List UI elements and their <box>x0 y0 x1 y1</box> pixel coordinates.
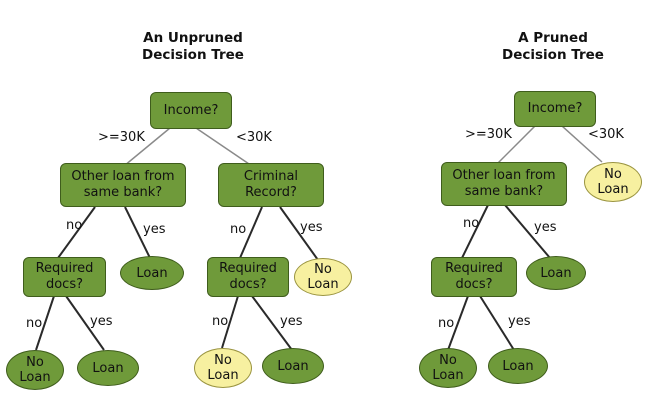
pruned-edge-label-yes-2: yes <box>508 314 531 329</box>
pruned-edge-label-no-1: no <box>463 216 480 231</box>
edge-pruned-reqdocs-loan <box>479 295 515 351</box>
unpruned-leaf-loan-rl: Loan <box>262 348 324 384</box>
edge-pruned-otherloan-reqdocs <box>461 204 489 259</box>
unpruned-leaf-loan-left: Loan <box>120 256 184 290</box>
pruned-title-line2: Decision Tree <box>502 47 604 63</box>
pruned-leaf-loan: Loan <box>526 256 586 290</box>
pruned-title-line1: A Pruned <box>518 30 588 46</box>
unpruned-edge-label-no-2: no <box>230 222 247 237</box>
pruned-edge-label-no-2: no <box>438 316 455 331</box>
edge-reqdocs-noloan-left <box>35 295 55 351</box>
pruned-edge-label-ge30k: >=30K <box>465 127 512 142</box>
unpruned-edge-label-yes-2: yes <box>300 220 323 235</box>
pruned-title: A Pruned Decision Tree <box>478 30 628 64</box>
edge-pruned-otherloan-loan <box>504 204 551 259</box>
unpruned-node-required-docs-left: Required docs? <box>23 257 106 297</box>
unpruned-edge-label-yes-3: yes <box>90 314 113 329</box>
unpruned-leaf-noloan-ll: No Loan <box>6 350 64 390</box>
pruned-leaf-noloan: No Loan <box>584 162 642 202</box>
edge-reqdocs-loan-right <box>251 295 293 351</box>
pruned-edge-label-lt30k: <30K <box>588 127 624 142</box>
unpruned-leaf-loan-ll: Loan <box>77 350 139 386</box>
unpruned-node-required-docs-right: Required docs? <box>207 257 289 297</box>
pruned-node-income: Income? <box>514 91 596 127</box>
unpruned-leaf-noloan-rl: No Loan <box>194 348 252 388</box>
edge-pruned-income-otherloan <box>497 125 536 164</box>
pruned-node-required-docs: Required docs? <box>431 257 517 297</box>
edge-criminal-noloan <box>279 206 319 261</box>
unpruned-edge-label-no-3: no <box>26 316 43 331</box>
edge-pruned-income-noloan <box>561 125 603 163</box>
pruned-leaf-noloan-l: No Loan <box>419 348 477 388</box>
edge-reqdocs-noloan-right <box>221 295 239 349</box>
edge-reqdocs-loan-left <box>65 295 105 351</box>
edge-otherloan-reqdocs <box>57 206 96 259</box>
edge-pruned-reqdocs-noloan <box>447 295 469 351</box>
edge-income-otherloan <box>123 127 171 167</box>
unpruned-title-line1: An Unpruned <box>143 30 243 46</box>
unpruned-edge-label-yes-4: yes <box>280 314 303 329</box>
unpruned-edge-label-yes-1: yes <box>143 222 166 237</box>
unpruned-leaf-noloan-right: No Loan <box>294 258 352 296</box>
edge-otherloan-loan <box>124 206 151 259</box>
unpruned-node-other-loan: Other loan from same bank? <box>60 163 186 207</box>
unpruned-edge-label-no-4: no <box>212 314 229 329</box>
unpruned-edge-label-no-1: no <box>66 218 83 233</box>
pruned-leaf-loan-l: Loan <box>488 348 548 384</box>
unpruned-node-income: Income? <box>150 92 232 129</box>
unpruned-node-criminal-record: Criminal Record? <box>218 163 324 207</box>
unpruned-title: An Unpruned Decision Tree <box>118 30 268 64</box>
pruned-edge-label-yes-1: yes <box>534 220 557 235</box>
unpruned-title-line2: Decision Tree <box>142 47 244 63</box>
unpruned-edge-label-lt30k: <30K <box>236 130 272 145</box>
unpruned-edge-label-ge30k: >=30K <box>98 130 145 145</box>
pruned-node-other-loan: Other loan from same bank? <box>441 162 567 206</box>
edge-criminal-reqdocs <box>239 206 263 259</box>
edge-income-criminal <box>195 127 253 167</box>
